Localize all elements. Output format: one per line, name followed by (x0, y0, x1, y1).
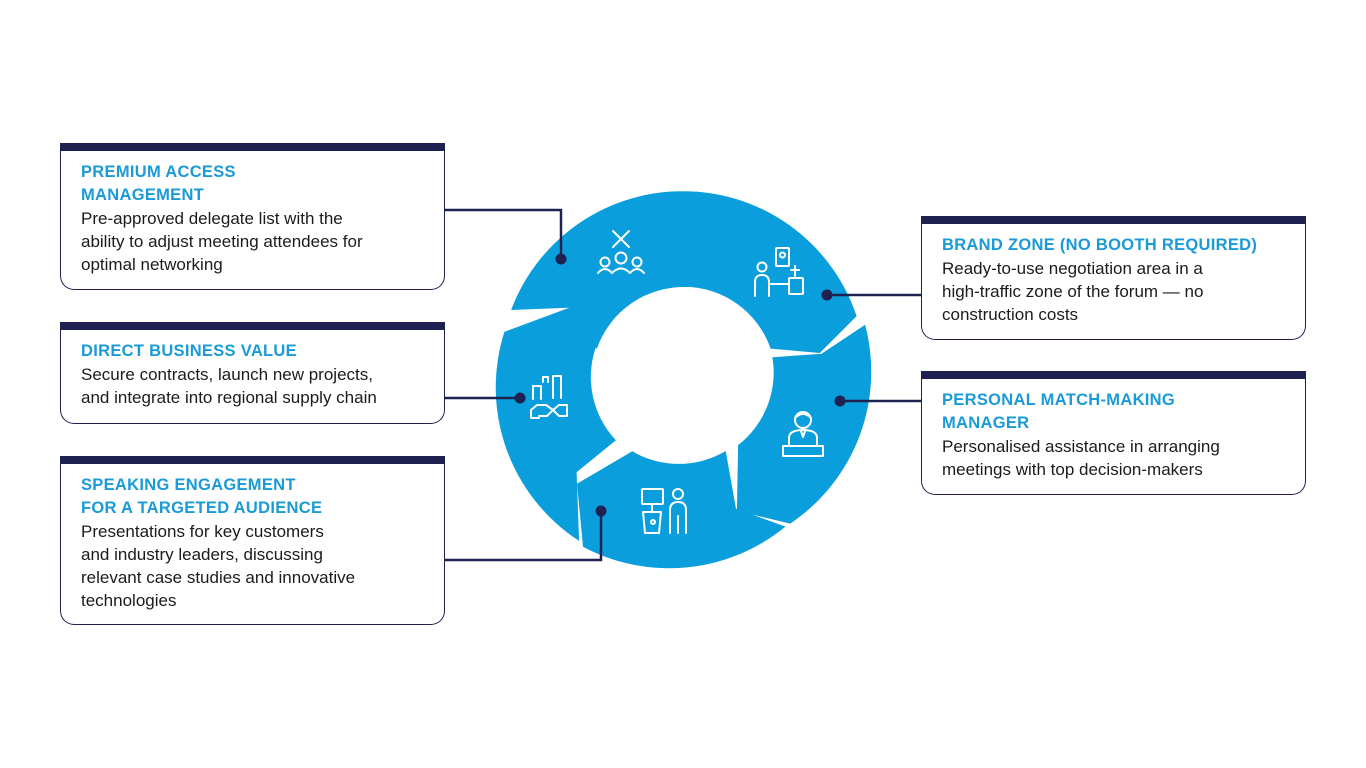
card-title-line: BRAND ZONE (NO BOOTH REQUIRED) (942, 236, 1258, 254)
ring-segment-business (495, 305, 616, 541)
card-title-line: PREMIUM ACCESS (81, 163, 236, 181)
handshake-factory-icon (530, 375, 568, 419)
ring-segment-brand (684, 191, 857, 353)
card-body-line: ability to adjust meeting attendees for (81, 232, 363, 251)
card-title: SPEAKING ENGAGEMENT FOR A TARGETED AUDIE… (81, 474, 424, 520)
card-body: Personalised assistance in arranging mee… (942, 435, 1285, 481)
card-direct-business-value: DIRECT BUSINESS VALUE Secure contracts, … (60, 322, 445, 424)
card-body-line: Secure contracts, launch new projects, (81, 365, 373, 384)
card-body-line: Pre-approved delegate list with the (81, 209, 343, 228)
card-title-line: MANAGER (942, 414, 1030, 432)
cycle-ring (495, 191, 872, 569)
connector-dot-premium (555, 253, 567, 265)
card-title-line: FOR A TARGETED AUDIENCE (81, 499, 323, 517)
card-body-line: Presentations for key customers (81, 522, 324, 541)
ring-segment-manager (736, 324, 872, 524)
connector-speaking (445, 511, 603, 562)
card-body-line: relevant case studies and innovative (81, 568, 356, 587)
card-body-line: optimal networking (81, 255, 223, 274)
card-body-line: Personalised assistance in arranging (942, 437, 1220, 456)
card-body-line: construction costs (942, 305, 1079, 324)
connector-dot-business (514, 392, 526, 404)
card-title-line: PERSONAL MATCH-MAKING (942, 391, 1176, 409)
card-title: DIRECT BUSINESS VALUE (81, 340, 424, 363)
connector-dot-speaking (595, 505, 607, 517)
card-title: PREMIUM ACCESS MANAGEMENT (81, 161, 424, 207)
card-body: Ready-to-use negotiation area in a high-… (942, 257, 1285, 326)
card-body: Secure contracts, launch new projects, a… (81, 363, 424, 409)
card-body: Pre-approved delegate list with the abil… (81, 207, 424, 276)
card-body-line: meetings with top decision-makers (942, 460, 1203, 479)
card-title: BRAND ZONE (NO BOOTH REQUIRED) (942, 234, 1285, 257)
card-body-line: and industry leaders, discussing (81, 545, 323, 564)
manager-icon (782, 411, 824, 457)
card-speaking-engagement: SPEAKING ENGAGEMENT FOR A TARGETED AUDIE… (60, 456, 445, 625)
card-body-line: and integrate into regional supply chain (81, 388, 377, 407)
ring-segment-speaking (577, 451, 786, 569)
card-premium-access: PREMIUM ACCESS MANAGEMENT Pre-approved d… (60, 143, 445, 290)
card-title: PERSONAL MATCH-MAKING MANAGER (942, 389, 1285, 435)
card-title-line: DIRECT BUSINESS VALUE (81, 342, 297, 360)
card-title-line: SPEAKING ENGAGEMENT (81, 476, 296, 494)
connector-dot-brand (821, 289, 833, 301)
card-body-line: technologies (81, 591, 177, 610)
speaker-icon (641, 488, 687, 534)
card-personal-match-making-manager: PERSONAL MATCH-MAKING MANAGER Personalis… (921, 371, 1306, 495)
card-title-line: MANAGEMENT (81, 186, 205, 204)
people-cancel-icon (597, 230, 645, 274)
card-body-line: Ready-to-use negotiation area in a (942, 259, 1203, 278)
negotiation-icon (754, 247, 804, 297)
card-body-line: high-traffic zone of the forum — no (942, 282, 1204, 301)
connector-premium (445, 208, 563, 259)
card-brand-zone: BRAND ZONE (NO BOOTH REQUIRED) Ready-to-… (921, 216, 1306, 340)
card-body: Presentations for key customers and indu… (81, 520, 424, 612)
connector-dot-manager (834, 395, 846, 407)
